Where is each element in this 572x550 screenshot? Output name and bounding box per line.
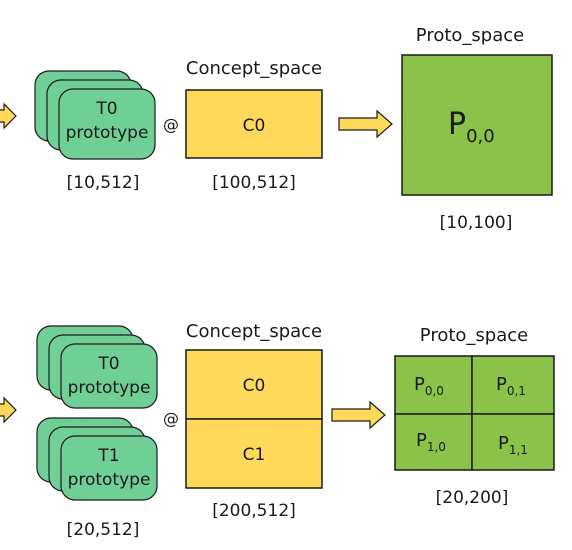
prototype-shape-bottom: [20,512] [67, 520, 140, 540]
concept-title-bottom: Concept_space [186, 321, 322, 342]
concept-block-c0-top [185, 89, 323, 159]
concept-block-c1-bottom [185, 418, 323, 489]
concept-title-top: Concept_space [186, 58, 322, 79]
proto-cell-01-sub: 0,1 [507, 384, 526, 398]
proto-shape-top: [10,100] [440, 213, 513, 233]
concept-shape-bottom: [200,512] [212, 501, 296, 521]
arrow-in-top [0, 102, 17, 130]
proto-cell-00-base: P [414, 374, 425, 395]
proto-cell-10-base: P [416, 430, 427, 451]
prototype-label-top-line1: T0 [95, 99, 117, 119]
proto-shape-bottom: [20,200] [436, 488, 509, 508]
proto-cell-top-sub: 0,0 [466, 126, 495, 147]
proto-cell-top: P0,0 [448, 107, 495, 147]
proto-cell-01-label: P0,1 [496, 374, 526, 398]
concept-shape-top: [100,512] [212, 173, 296, 193]
proto-title-bottom: Proto_space [420, 325, 528, 346]
prototype-t0-label-line1: T0 [97, 354, 119, 374]
proto-cell-10-sub: 1,0 [427, 440, 446, 454]
proto-cell-01-base: P [496, 374, 507, 395]
proto-cell-11-sub: 1,1 [509, 443, 528, 457]
prototype-label-top-line2: prototype [66, 123, 149, 143]
proto-cell-00-label: P0,0 [414, 374, 444, 398]
prototype-t1-label-line1: T1 [97, 446, 119, 466]
proto-cell-00-sub: 0,0 [425, 384, 444, 398]
proto-cell-10-bottom [394, 413, 473, 471]
proto-cell-top-base: P [448, 107, 466, 142]
arrow-concept-to-proto-top [338, 109, 393, 139]
proto-cell-01-bottom [471, 355, 555, 415]
prototype-t0-label-line2: prototype [68, 378, 151, 398]
prototype-shape-top: [10,512] [67, 173, 140, 193]
arrow-in-bottom [0, 396, 17, 424]
prototype-t1-label-line2: prototype [68, 470, 151, 490]
matmul-operator-top: @ [163, 115, 179, 134]
concept-block-label-top: C0 [243, 116, 266, 136]
arrow-concept-to-proto-bottom [331, 400, 386, 430]
matmul-operator-bottom: @ [163, 409, 179, 428]
proto-block-top [401, 54, 553, 196]
proto-cell-10-label: P1,0 [416, 430, 446, 454]
proto-title-top: Proto_space [416, 25, 524, 46]
prototype-stack-t0-bottom [36, 325, 158, 409]
prototype-stack-top [34, 70, 156, 160]
concept-block-c1-label: C1 [243, 445, 266, 465]
proto-cell-11-base: P [498, 433, 509, 454]
proto-cell-11-label: P1,1 [498, 433, 528, 457]
concept-block-c0-label: C0 [243, 376, 266, 396]
prototype-stack-t1-bottom [36, 417, 158, 501]
proto-cell-11-bottom [471, 413, 555, 471]
